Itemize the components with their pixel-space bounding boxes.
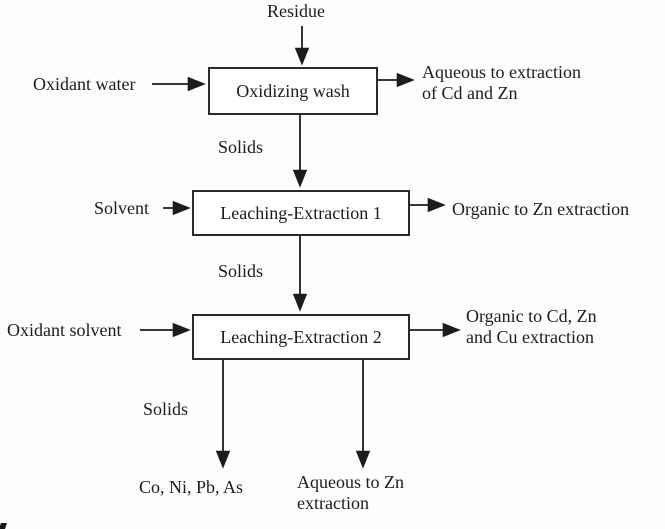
- solids-label-2: Solids: [218, 261, 264, 281]
- aqueous-cd-zn-output-line-2: of Cd and Zn: [422, 83, 518, 103]
- oxidizing-wash-box: Oxidizing wash: [208, 67, 378, 115]
- aqueous-zn-output-label: Aqueous to Zn extraction: [297, 472, 404, 514]
- leaching-extraction-1-box-label: Leaching-Extraction 1: [220, 202, 382, 223]
- organic-zn-output-line-1: Organic to Zn extraction: [452, 199, 630, 219]
- aqueous-zn-output-line-1: Aqueous to Zn: [297, 472, 404, 492]
- aqueous-zn-output-line-2: extraction: [297, 493, 369, 513]
- oxidant-solvent-label: Oxidant solvent: [7, 320, 122, 340]
- organic-cd-zn-cu-output-line-1: Organic to Cd, Zn: [466, 306, 597, 326]
- co-ni-pb-as-output-label: Co, Ni, Pb, As: [139, 477, 243, 498]
- leaching-extraction-2-box: Leaching-Extraction 2: [192, 314, 410, 360]
- residue-label: Residue: [267, 1, 325, 21]
- solids-label-3: Solids: [143, 399, 189, 419]
- organic-zn-output-label: Organic to Zn extraction: [452, 199, 629, 220]
- oxidant-water-label: Oxidant water: [33, 74, 136, 94]
- oxidizing-wash-box-label: Oxidizing wash: [236, 80, 350, 101]
- aqueous-cd-zn-output-label: Aqueous to extraction of Cd and Zn: [422, 62, 581, 104]
- solvent-label: Solvent: [94, 198, 150, 218]
- co-ni-pb-as-output-line-1: Co, Ni, Pb, As: [139, 477, 244, 497]
- organic-cd-zn-cu-output-label: Organic to Cd, Zn and Cu extraction: [466, 306, 597, 348]
- leaching-extraction-2-box-label: Leaching-Extraction 2: [220, 326, 382, 347]
- aqueous-cd-zn-output-line-1: Aqueous to extraction: [422, 62, 581, 82]
- organic-cd-zn-cu-output-line-2: and Cu extraction: [466, 327, 594, 347]
- scan-artifact-mark: [0, 523, 7, 529]
- solids-label-1: Solids: [218, 137, 264, 157]
- leaching-extraction-1-box: Leaching-Extraction 1: [192, 190, 410, 236]
